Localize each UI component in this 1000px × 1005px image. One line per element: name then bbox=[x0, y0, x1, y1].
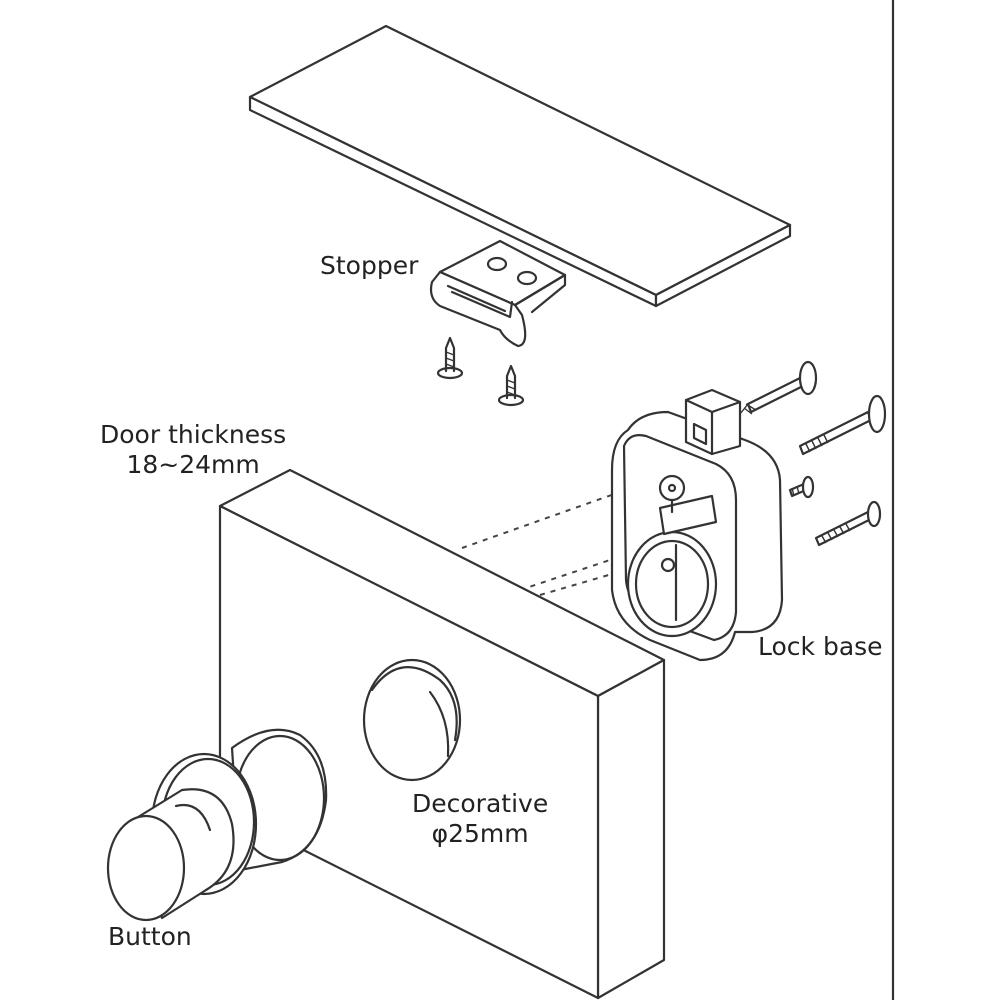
top-plate bbox=[248, 24, 792, 308]
decorative-label: Decorative φ25mm bbox=[412, 789, 548, 849]
lock-screw-2 bbox=[798, 394, 887, 456]
stopper-screw-1 bbox=[436, 336, 464, 380]
lock-base-part bbox=[610, 388, 784, 662]
alignment-line-2 bbox=[519, 539, 671, 591]
lock-screw-3 bbox=[788, 475, 815, 499]
alignment-line-1 bbox=[461, 491, 621, 549]
stopper-part bbox=[429, 239, 567, 348]
decorative-diameter: φ25mm bbox=[431, 819, 529, 848]
lock-screw-4 bbox=[814, 500, 882, 547]
decorative-title: Decorative bbox=[412, 789, 549, 818]
door-thickness-title: Door thickness bbox=[100, 420, 287, 449]
door-panel bbox=[218, 468, 666, 1000]
button-label: Button bbox=[108, 922, 192, 951]
stopper-screw-2 bbox=[497, 364, 525, 407]
button-part bbox=[106, 728, 328, 922]
lock-base-label: Lock base bbox=[758, 632, 883, 661]
lock-screw-1 bbox=[739, 360, 818, 415]
door-thickness-value: 18~24mm bbox=[126, 450, 260, 479]
door-thickness-label: Door thickness 18~24mm bbox=[100, 420, 286, 480]
stopper-label: Stopper bbox=[320, 251, 419, 280]
